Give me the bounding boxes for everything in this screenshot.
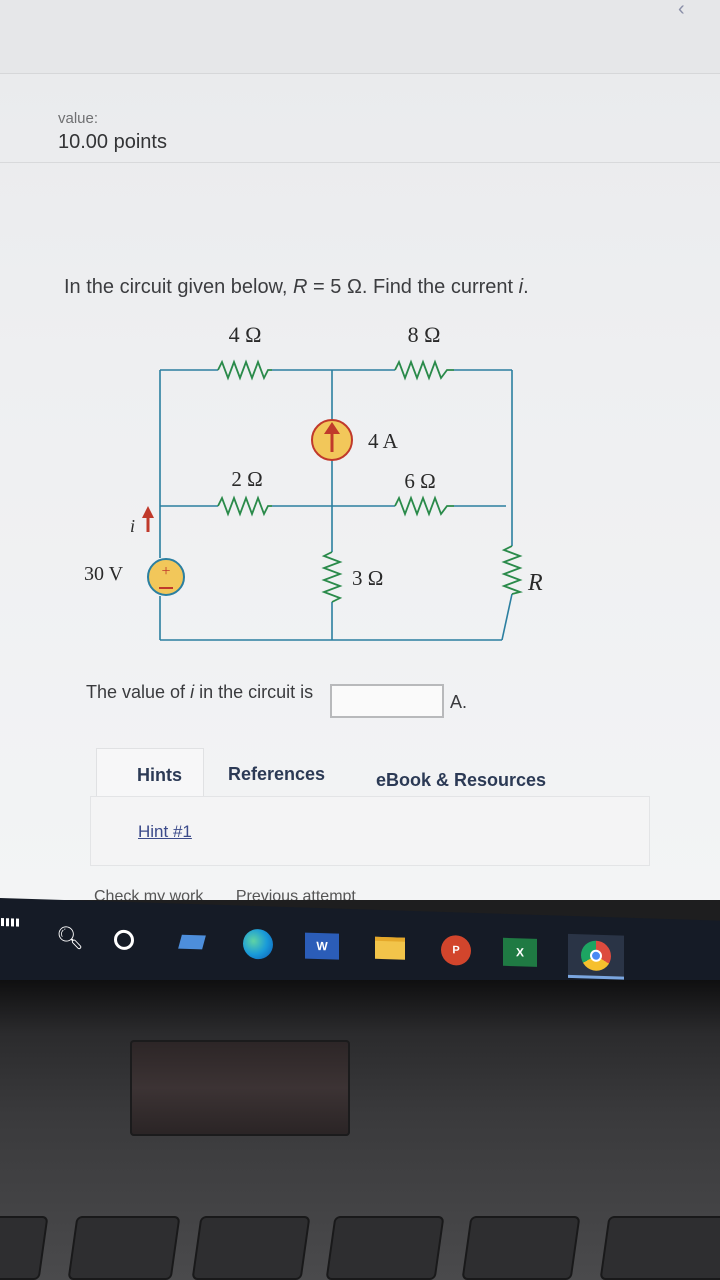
value-label: value: <box>58 110 99 127</box>
laptop-hinge <box>130 1040 350 1136</box>
question-part: In the circuit given below, <box>64 276 288 298</box>
question-part: . <box>523 276 529 298</box>
bottom-links: Check my work Previous attempt <box>94 888 384 900</box>
hint-link[interactable]: Hint #1 <box>138 822 192 841</box>
resource-tabs: Hints References eBook & Resources <box>96 748 616 800</box>
label-6ohm: 6 Ω <box>404 469 435 493</box>
plus-icon: + <box>161 563 170 580</box>
answer-var: i <box>190 682 195 702</box>
key <box>67 1216 181 1280</box>
previous-attempt-link[interactable]: Previous attempt <box>235 888 356 900</box>
resistor-6ohm <box>394 495 454 517</box>
answer-suffix: in the circuit is <box>199 682 314 702</box>
excel-icon[interactable]: X <box>500 932 540 973</box>
top-strip <box>0 0 720 74</box>
label-i: i <box>130 516 135 536</box>
key <box>461 1216 581 1280</box>
tab-hints[interactable]: Hints <box>96 748 204 800</box>
question-var-i: i <box>518 276 524 298</box>
question-var-r: R <box>293 276 308 298</box>
key <box>599 1216 720 1280</box>
label-3ohm: 3 Ω <box>352 566 383 590</box>
question-text: In the circuit given below, R = 5 Ω. Fin… <box>64 276 529 299</box>
ppt-letter: P <box>441 934 471 966</box>
key <box>0 1216 49 1280</box>
windows-icon[interactable] <box>0 902 20 943</box>
label-30v: 30 V <box>84 563 124 585</box>
check-my-work-link[interactable]: Check my work <box>94 888 204 900</box>
chevron-left-icon[interactable]: ‹ <box>678 0 685 20</box>
powerpoint-icon[interactable]: P <box>436 930 476 971</box>
resistor-r <box>501 545 524 595</box>
answer-input[interactable] <box>330 684 444 718</box>
search-icon[interactable]: 🔍︎ <box>56 924 84 951</box>
hint-panel <box>90 796 650 866</box>
circuit-diagram: + 4 Ω 8 Ω 4 A 2 Ω 6 Ω 3 Ω R 30 V i <box>84 322 543 641</box>
word-icon[interactable]: W <box>302 925 342 966</box>
resistor-4ohm <box>217 359 272 381</box>
key <box>191 1216 311 1280</box>
excel-letter: X <box>503 937 537 967</box>
task-view-icon[interactable] <box>172 921 212 962</box>
circuit-wires <box>159 369 513 641</box>
keyboard-keys <box>0 1216 720 1280</box>
divider <box>0 162 720 163</box>
label-2ohm: 2 Ω <box>231 467 262 491</box>
resistor-8ohm <box>394 359 454 381</box>
tab-ebook-resources[interactable]: eBook & Resources <box>376 770 547 790</box>
label-4a: 4 A <box>368 429 399 453</box>
voltage-source: + <box>147 558 185 596</box>
current-source <box>311 419 353 461</box>
answer-prompt: The value of i in the circuit is <box>86 682 313 703</box>
resistor-3ohm <box>321 551 343 603</box>
question-part: = 5 Ω. Find the current <box>313 276 514 298</box>
current-arrow <box>142 506 154 532</box>
resistor-2ohm <box>217 495 272 517</box>
label-4ohm: 4 Ω <box>229 322 262 347</box>
label-8ohm: 8 Ω <box>408 322 441 347</box>
chrome-icon[interactable] <box>568 933 624 980</box>
browser-screen: ‹ value: 10.00 points In the circuit giv… <box>0 0 720 900</box>
label-r: R <box>527 570 543 596</box>
file-explorer-icon[interactable] <box>370 928 410 969</box>
tab-references[interactable]: References <box>228 764 326 784</box>
edge-icon[interactable] <box>238 923 278 964</box>
answer-unit: A. <box>450 692 468 712</box>
answer-prefix: The value of <box>86 682 186 702</box>
cortana-icon[interactable] <box>104 919 144 960</box>
word-letter: W <box>305 932 339 960</box>
points-value: 10.00 points <box>58 131 167 153</box>
key <box>325 1216 445 1280</box>
